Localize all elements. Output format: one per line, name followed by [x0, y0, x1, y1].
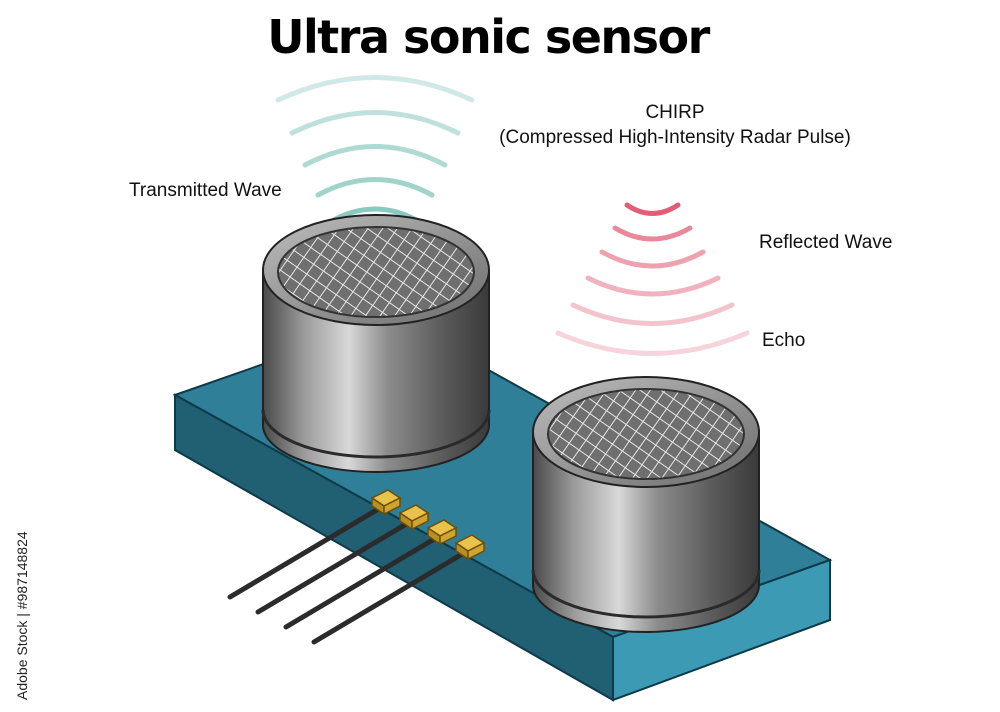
reflected-wave: [555, 202, 750, 356]
connector-pins: [227, 502, 472, 645]
chirp-label-line2: (Compressed High-Intensity Radar Pulse): [499, 127, 851, 148]
echo-label: Echo: [762, 330, 806, 351]
reflected-wave-label: Reflected Wave: [759, 232, 893, 253]
transmitted-wave-label: Transmitted Wave: [129, 180, 282, 201]
chirp-label: CHIRP (Compressed High-Intensity Radar P…: [470, 100, 880, 150]
receiver-transducer: [531, 376, 761, 633]
chirp-label-line1: CHIRP: [645, 102, 705, 123]
transmitter-transducer: [261, 214, 491, 473]
stock-watermark: Adobe Stock | #987148824: [14, 531, 30, 700]
page-title: Ultra sonic sensor: [267, 10, 710, 64]
pin-header: [370, 489, 486, 561]
